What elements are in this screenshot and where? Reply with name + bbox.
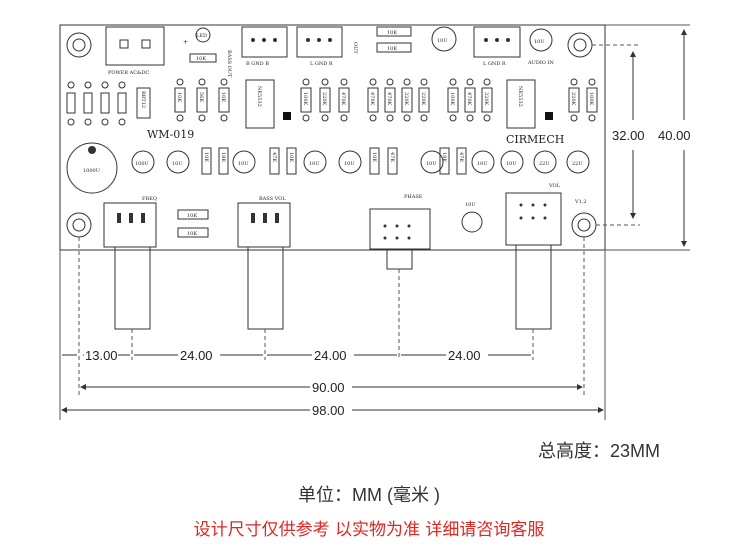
svg-text:10U: 10U bbox=[309, 161, 320, 167]
svg-text:10K: 10K bbox=[387, 30, 397, 36]
out-label: OUT bbox=[352, 42, 358, 54]
svg-text:+: + bbox=[183, 39, 188, 46]
svg-text:100K: 100K bbox=[302, 92, 308, 106]
svg-text:10U: 10U bbox=[344, 161, 355, 167]
left-resistor-bank bbox=[66, 81, 127, 126]
svg-text:220K: 220K bbox=[420, 92, 426, 106]
ic-1 bbox=[245, 79, 275, 129]
board-version: V1.2 bbox=[574, 199, 587, 205]
board-outline bbox=[59, 24, 606, 251]
power-label: POWER AC&DC bbox=[108, 70, 150, 76]
svg-text:90.00: 90.00 bbox=[312, 380, 345, 395]
power-connector bbox=[105, 26, 165, 66]
svg-text:22U: 22U bbox=[539, 161, 550, 167]
svg-text:10K: 10K bbox=[371, 152, 377, 162]
svg-text:10K: 10K bbox=[220, 92, 226, 102]
svg-text:10K: 10K bbox=[288, 152, 294, 162]
svg-text:220K: 220K bbox=[570, 92, 576, 106]
svg-text:10K: 10K bbox=[387, 46, 397, 52]
svg-text:10U: 10U bbox=[534, 39, 545, 45]
svg-text:NE5532: NE5532 bbox=[256, 86, 262, 107]
svg-text:98.00: 98.00 bbox=[312, 403, 345, 418]
top-left-resistors: 10K 56K 10K bbox=[174, 78, 230, 122]
svg-text:10K: 10K bbox=[187, 231, 197, 237]
svg-text:10U: 10U bbox=[426, 161, 437, 167]
svg-text:100K: 100K bbox=[588, 92, 594, 106]
regulator bbox=[136, 87, 151, 119]
svg-text:NE5532: NE5532 bbox=[517, 86, 523, 107]
svg-text:10U: 10U bbox=[477, 161, 488, 167]
resistor-group-2: 470K 470K 220K 220K bbox=[367, 78, 430, 122]
svg-text:22U: 22U bbox=[572, 161, 583, 167]
svg-text:24.00: 24.00 bbox=[448, 348, 481, 363]
svg-text:100U: 100U bbox=[135, 161, 149, 167]
capacitor-row: 100U 10U 10U 10U 10U 10U 10U 10U 22U 22U bbox=[131, 150, 590, 174]
svg-text:VOL: VOL bbox=[548, 183, 561, 189]
svg-text:10U: 10U bbox=[506, 161, 517, 167]
svg-text:10U: 10U bbox=[238, 161, 249, 167]
disclaimer-note: 设计尺寸仅供参考 以实物为准 详细请咨询客服 bbox=[193, 520, 545, 540]
svg-text:10U: 10U bbox=[172, 161, 183, 167]
unit-note: 单位：MM (毫米 ) bbox=[298, 485, 440, 505]
svg-text:10U: 10U bbox=[437, 38, 448, 44]
total-height-note: 总高度：23MM bbox=[538, 441, 661, 461]
svg-text:220K: 220K bbox=[483, 92, 489, 106]
svg-text:B GND B: B GND B bbox=[246, 61, 269, 67]
resistor-group-1: 100K 220K 470K bbox=[300, 78, 350, 122]
svg-text:100K: 100K bbox=[449, 92, 455, 106]
svg-text:L GND R: L GND R bbox=[310, 61, 333, 67]
svg-text:220K: 220K bbox=[403, 92, 409, 106]
big-capacitor bbox=[66, 142, 118, 194]
pot-vol: VOL bbox=[505, 183, 562, 330]
svg-text:32.00: 32.00 bbox=[612, 128, 645, 143]
audio-in-connector bbox=[473, 26, 521, 58]
svg-text:24.00: 24.00 bbox=[314, 348, 347, 363]
svg-text:10K: 10K bbox=[196, 56, 206, 62]
board-brand: CIRMECH bbox=[506, 133, 564, 146]
svg-text:1000U: 1000U bbox=[83, 168, 100, 174]
out-connector bbox=[296, 26, 343, 58]
svg-text:47K: 47K bbox=[389, 152, 395, 162]
svg-text:47K: 47K bbox=[271, 152, 277, 162]
svg-text:220K: 220K bbox=[321, 92, 327, 106]
svg-text:18K: 18K bbox=[441, 152, 447, 162]
svg-text:47K: 47K bbox=[458, 152, 464, 162]
svg-text:470K: 470K bbox=[369, 92, 375, 106]
vertical-dimensions: 32.00 40.00 bbox=[592, 24, 691, 251]
audio-in-label: AUDIO IN bbox=[527, 60, 554, 66]
svg-text:24.00: 24.00 bbox=[180, 348, 213, 363]
svg-text:10K: 10K bbox=[176, 92, 182, 102]
bass-out-connector bbox=[241, 26, 288, 58]
svg-text:BASS VOL: BASS VOL bbox=[259, 196, 286, 202]
led-label: LED bbox=[196, 33, 207, 39]
resistor-group-3: 100K 470K 220K bbox=[447, 78, 493, 122]
resistor-group-4: 220K 100K bbox=[568, 78, 598, 122]
svg-text:10K: 10K bbox=[203, 152, 209, 162]
svg-text:40.00: 40.00 bbox=[658, 128, 691, 143]
horizontal-dimensions: 13.00 24.00 24.00 24.00 90.00 98.00 bbox=[59, 237, 606, 420]
svg-text:FREQ: FREQ bbox=[142, 196, 157, 202]
svg-text:470K: 470K bbox=[386, 92, 392, 106]
svg-text:BRT12: BRT12 bbox=[140, 91, 146, 108]
svg-text:10K: 10K bbox=[187, 213, 197, 219]
svg-text:56K: 56K bbox=[198, 92, 204, 102]
bass-out-label: BASS OUT bbox=[226, 50, 232, 78]
led bbox=[195, 27, 211, 43]
mounting-hole-tl bbox=[66, 32, 92, 58]
svg-text:470K: 470K bbox=[466, 92, 472, 106]
svg-text:10U: 10U bbox=[465, 202, 476, 208]
board-model: WM-019 bbox=[147, 128, 194, 141]
svg-text:L GND R: L GND R bbox=[483, 61, 506, 67]
svg-text:18K: 18K bbox=[220, 152, 226, 162]
svg-text:470K: 470K bbox=[340, 92, 346, 106]
svg-text:PHASE: PHASE bbox=[404, 194, 423, 200]
ic-2 bbox=[506, 79, 536, 129]
lower-resistors: 10K 18K 47K 10K 10K 47K 18K 47K bbox=[201, 147, 467, 175]
svg-text:13.00: 13.00 bbox=[85, 348, 118, 363]
